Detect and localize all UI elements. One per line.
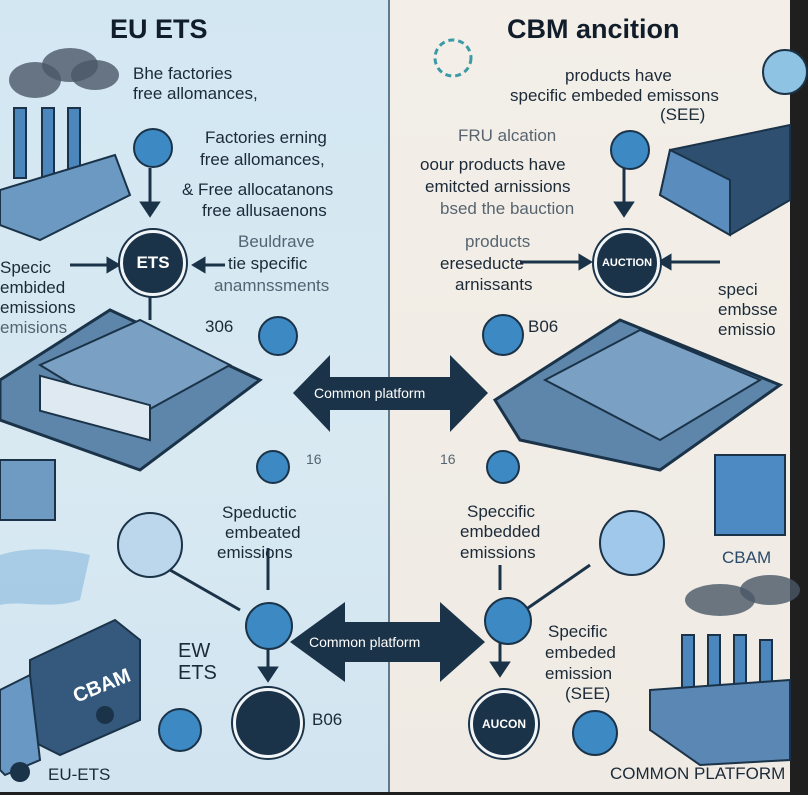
cbam-lower-node-icon <box>484 597 532 645</box>
cbam-number-1: B06 <box>528 317 559 336</box>
map-icon <box>0 549 90 605</box>
recycle-icon <box>433 38 473 78</box>
eu-ets-number-3: B06 <box>312 710 343 729</box>
cbam-see-line-4: (SEE) <box>565 684 611 703</box>
allowance-node-icon <box>133 128 173 168</box>
cbam-intro-line-2: specific embeded emissons <box>510 86 719 105</box>
aucon-node-label: AUCON <box>482 717 526 731</box>
cbam-number-2: 16 <box>440 451 456 467</box>
cbam-side-left-3: arnissants <box>455 275 533 294</box>
cbam-top-node-icon <box>610 130 650 170</box>
eu-ets-mid-line-3: emissions <box>217 543 293 562</box>
cbam-desc-line-1: FRU alcation <box>458 126 557 145</box>
eu-ets-mid-line-1: Speductic <box>222 503 297 522</box>
eu-ets-desc-line-4: free allusaenons <box>202 201 327 220</box>
cbam-intro-line-3: (SEE) <box>660 105 706 124</box>
common-platform-label-top: Common platform <box>314 385 426 401</box>
eu-ets-side-right-3: anamnssments <box>214 276 330 295</box>
cbam-title: CBM ancition <box>507 14 680 44</box>
cbam-side-right-2: embsse <box>718 300 778 319</box>
eu-ets-side-left-3: emissions <box>0 298 76 317</box>
right-globe-icon <box>599 510 665 576</box>
cbam-badge-icon <box>482 314 524 356</box>
cbam-mid-line-1: Speccific <box>467 502 536 521</box>
eu-ets-footer: EU-ETS <box>48 765 111 784</box>
factory-icon <box>0 48 132 242</box>
cbam-servers-icon <box>714 454 786 536</box>
cbam-side-left-1: products <box>465 232 531 251</box>
auction-node-label: AUCTION <box>601 257 653 269</box>
server-racks-icon <box>0 459 56 521</box>
globe-icon <box>117 512 183 578</box>
eu-ets-side-right-2: tie specific <box>228 254 308 273</box>
eu-ets-mid-line-2: embeated <box>225 523 301 542</box>
eu-ets-desc-line-2: free allomances, <box>200 150 325 169</box>
cbam-label: CBAM <box>722 548 772 567</box>
cbam-desc-line-2: oour products have <box>420 155 566 174</box>
cbam-see-line-2: embeded <box>545 643 616 662</box>
eu-ets-lower-node-icon <box>245 602 293 650</box>
common-platform-label-bottom: Common platform <box>309 634 421 650</box>
eu-ets-intro-line-2: free allomances, <box>133 84 258 103</box>
cbam-desc-line-4: bsed the bauction <box>440 199 575 218</box>
eu-ets-desc-line-3: & Free allocatanons <box>182 180 334 199</box>
cbam-side-right-3: emissio <box>718 320 776 339</box>
ets-node: ETS <box>120 230 186 296</box>
eu-ets-label-line-2: ETS <box>178 662 217 684</box>
cbam-see-line-1: Specific <box>548 622 608 641</box>
cbam-side-right-1: speci <box>718 280 758 299</box>
cbam-mid-line-2: embedded <box>460 522 541 541</box>
common-platform-arrow-top <box>293 355 488 432</box>
ets-node-label: ETS <box>136 253 170 272</box>
cbam-small-node-icon <box>486 450 520 484</box>
warehouse-icon <box>658 123 791 237</box>
wind-turbine-icon <box>762 49 808 95</box>
eu-ets-side-left-1: Specic <box>0 258 52 277</box>
eu-stars-node-icon <box>233 688 303 758</box>
eu-ets-desc-line-1: Factories erning <box>205 128 327 147</box>
eu-ets-number-2: 16 <box>306 451 322 467</box>
truck-icon <box>0 618 141 782</box>
common-platform-arrow-bottom <box>290 602 485 682</box>
eu-ets-side-right-1: Beuldrave <box>238 232 315 251</box>
eu-ets-title: EU ETS <box>110 14 208 44</box>
eu-ets-number-1: 306 <box>205 317 234 336</box>
right-factory-icon <box>649 575 800 767</box>
cbam-see-line-3: emission <box>545 664 613 683</box>
aucon-node: AUCON <box>470 690 538 758</box>
eu-ets-label-line-1: EW <box>178 640 211 662</box>
eu-ets-side-left-2: embided <box>0 278 66 297</box>
eu-ets-intro-line-1: Bhe factories <box>133 64 233 83</box>
eu-ets-badge-icon <box>258 316 298 356</box>
cbam-footer: COMMON PLATFORM <box>610 764 786 783</box>
auction-node: AUCTION <box>594 230 660 296</box>
left-platform-icon <box>0 308 263 472</box>
eu-small-node-icon <box>158 708 202 752</box>
cbam-side-left-2: ereseducte <box>440 254 525 273</box>
cbam-mid-line-3: emissions <box>460 543 536 562</box>
left-connectors <box>70 165 720 683</box>
cbam-intro-line-1: products have <box>565 66 672 85</box>
eu-ets-side-left-4: emisions <box>0 318 68 337</box>
eu-ets-small-node-icon <box>256 450 290 484</box>
cbam-stars-node-icon <box>572 710 618 756</box>
cbam-desc-line-3: emitcted arnissions <box>425 177 571 196</box>
right-platform-icon <box>492 318 784 472</box>
